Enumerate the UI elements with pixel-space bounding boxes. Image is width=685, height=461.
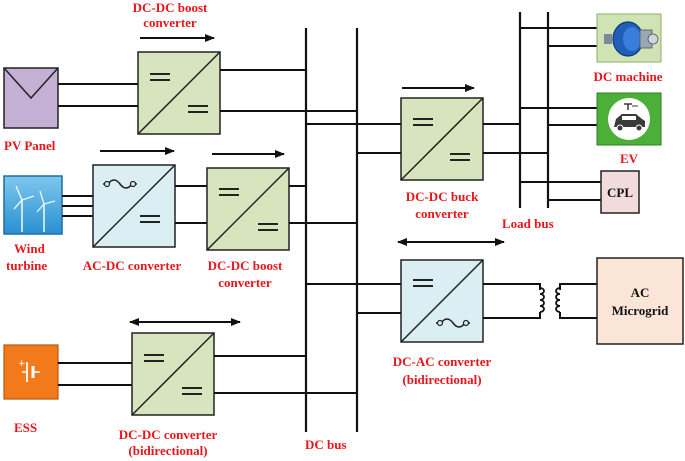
wind-label-2: turbine xyxy=(6,258,47,273)
dcac-bidirectional-converter xyxy=(400,259,484,343)
wind-label-1: Wind xyxy=(14,241,46,256)
dcdc-bidir-label-2: (bidirectional) xyxy=(128,443,207,458)
dcdc-boost-top-label-2: converter xyxy=(143,15,197,30)
dc-motor-icon xyxy=(596,13,662,63)
dcac-label-1: DC-AC converter xyxy=(393,354,492,369)
dcdc-boost-mid-label-1: DC-DC boost xyxy=(208,258,283,273)
dcdc-bidir-label-1: DC-DC converter xyxy=(119,427,218,442)
acdc-converter xyxy=(92,164,176,248)
dcdc-boost-mid-label-2: converter xyxy=(218,275,272,290)
pv-panel-icon xyxy=(3,67,59,129)
dcdc-buck-converter xyxy=(400,97,484,181)
ac-microgrid-label-2: Microgrid xyxy=(612,303,670,318)
ac-microgrid-label-1: AC xyxy=(631,285,650,300)
dcdc-buck-label-2: converter xyxy=(415,206,469,221)
svg-text:+: + xyxy=(18,359,26,369)
ac-microgrid-box xyxy=(596,257,684,345)
cpl-box xyxy=(600,170,640,214)
acdc-label: AC-DC converter xyxy=(83,258,182,273)
ev-label: EV xyxy=(620,151,639,166)
dcdc-boost-converter-top xyxy=(137,51,221,135)
transformer-icon xyxy=(483,283,598,319)
electric-car-icon xyxy=(596,92,662,146)
battery-icon: + xyxy=(3,344,59,400)
dc-bus-label: DC bus xyxy=(305,437,347,452)
dcdc-boost-top-label-1: DC-DC boost xyxy=(133,0,208,15)
dcdc-boost-converter-mid xyxy=(206,167,290,251)
dcdc-bidirectional-converter xyxy=(131,332,215,416)
cpl-label: CPL xyxy=(607,185,633,200)
dcac-label-2: (bidirectional) xyxy=(402,372,481,387)
ess-label: ESS xyxy=(14,420,37,435)
pv-panel-label: PV Panel xyxy=(4,138,56,153)
wind-turbine-icon xyxy=(3,175,63,235)
dcdc-buck-label-1: DC-DC buck xyxy=(406,189,479,204)
load-bus-label: Load bus xyxy=(502,216,554,231)
dc-machine-label: DC machine xyxy=(594,69,663,84)
